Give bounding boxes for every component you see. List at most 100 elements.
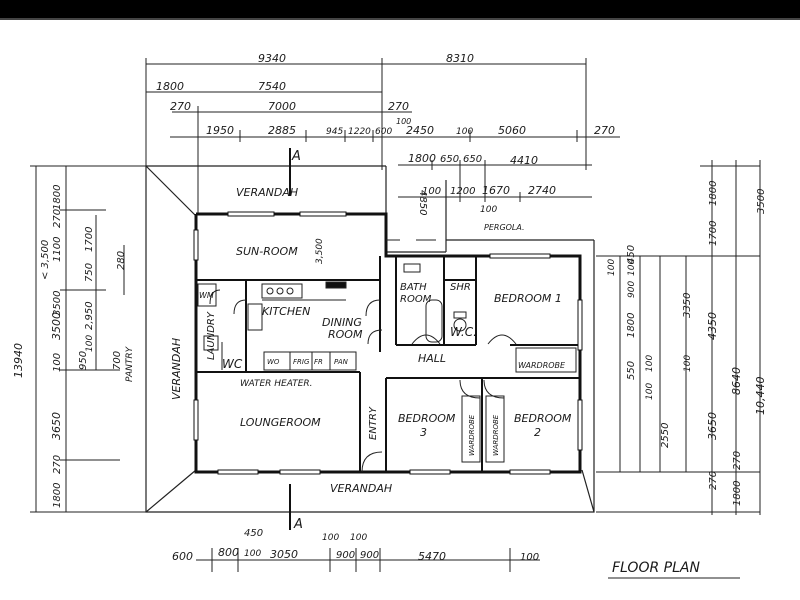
exterior-walls — [194, 212, 582, 474]
label-wc-left: WC — [222, 357, 243, 371]
laundry-tub — [203, 335, 219, 351]
dim-10440: 10,440 — [754, 377, 767, 416]
dim-1700-right: 1700 — [708, 221, 719, 246]
dim-bottom-900-b: 900 — [360, 550, 379, 561]
dim-left-280: 280 — [116, 251, 127, 270]
section-mark-top: A — [291, 149, 301, 164]
dim-1200: 1200 — [450, 186, 475, 197]
label-dining-2: ROOM — [328, 328, 363, 341]
dim-left-750: 750 — [84, 263, 95, 282]
dim-left-3650: 3650 — [50, 412, 63, 440]
dim-100-d: 100 — [480, 205, 497, 215]
dim-1220: 1220 — [348, 127, 371, 137]
top-dimension-lines — [145, 58, 620, 215]
windows — [193, 211, 583, 475]
dim-100-r4: 100 — [645, 383, 655, 400]
dim-100-c: 100 — [422, 186, 441, 197]
top-dimension-text: 9340 8310 1800 7540 270 7000 270 1950 28… — [156, 52, 615, 215]
dim-left-100-b: 100 — [85, 335, 95, 352]
bath-fittings — [403, 263, 517, 345]
label-bath-2: ROOM — [400, 294, 432, 305]
bottom-dimension-text: 600 800 100 450 3050 100 900 100 900 547… — [172, 528, 539, 563]
label-fr: FR — [314, 358, 323, 366]
dim-600: 600 — [375, 127, 392, 137]
dim-left-3500-b: 3500 — [52, 291, 63, 316]
dim-4410: 4410 — [510, 154, 538, 167]
dim-bottom-100-c: 100 — [350, 533, 367, 543]
wm-box — [197, 283, 217, 307]
drawing-title: FLOOR PLAN — [612, 560, 700, 576]
dim-bottom-100-d: 100 — [520, 552, 539, 563]
label-bedroom-2-b: 2 — [534, 426, 541, 439]
door-swings — [209, 289, 505, 473]
dim-bottom-5470: 5470 — [418, 550, 446, 563]
dim-left-1700: 1700 — [84, 227, 95, 252]
dim-900: 900 — [627, 281, 637, 298]
dim-100-r3: 100 — [683, 355, 693, 372]
dim-270-a: 270 — [170, 100, 191, 113]
dim-650-a: 650 — [440, 154, 459, 165]
dim-bottom-100-b: 100 — [322, 533, 339, 543]
room-labels: VERANDAH VERANDAH VERANDAH SUN-ROOM 3,50… — [170, 186, 572, 495]
scan-top-rule — [0, 18, 800, 20]
kitchen-fittings — [197, 281, 357, 371]
dim-1670: 1670 — [482, 184, 510, 197]
dim-left-270: 270 — [52, 209, 63, 228]
label-wo: WO — [267, 358, 280, 366]
label-kitchen: KITCHEN — [262, 305, 310, 318]
label-wardrobe-b3: WARDROBE — [468, 414, 476, 456]
label-pergola: PERGOLA. — [484, 223, 525, 232]
label-bedroom-1: BEDROOM 1 — [494, 292, 562, 305]
dim-sun-room-3500: 3,500 — [315, 238, 325, 264]
dim-270-c: 270 — [594, 124, 615, 137]
label-dining-1: DINING — [322, 316, 362, 329]
dim-100-r2: 100 — [627, 259, 637, 276]
label-bath-1: BATH — [400, 282, 427, 293]
dim-left-1800-b: 1800 — [52, 483, 63, 508]
label-verandah-left: VERANDAH — [170, 338, 183, 400]
label-entry: ENTRY — [368, 406, 379, 440]
dim-1800-top: 1800 — [156, 80, 184, 93]
dim-2550: 2550 — [660, 423, 671, 448]
label-wardrobe-hall: WARDROBE — [518, 361, 566, 370]
verandah-outline — [145, 165, 595, 513]
stove-top — [261, 283, 303, 299]
dim-left-1100: 1100 — [52, 237, 63, 262]
dim-3650-right: 3650 — [706, 412, 719, 440]
dim-1800-bottom-right: 1800 — [732, 481, 743, 506]
dim-1800-inner: 1800 — [626, 313, 637, 338]
label-bedroom-3-a: BEDROOM — [398, 412, 456, 425]
dim-left-3500-small: < 3,500 — [40, 240, 51, 280]
dim-bottom-800: 800 — [218, 546, 239, 559]
dim-left-100: 100 — [52, 353, 63, 372]
label-bedroom-2-a: BEDROOM — [514, 412, 572, 425]
sink — [247, 303, 263, 331]
dim-7540: 7540 — [258, 80, 286, 93]
dim-8640: 8640 — [730, 367, 743, 395]
dim-bottom-450: 450 — [244, 528, 263, 539]
dim-left-2950: 2,950 — [84, 301, 95, 330]
dim-5060: 5060 — [498, 124, 526, 137]
dim-13940: 13940 — [12, 343, 25, 378]
right-dimension-lines — [596, 160, 761, 515]
dim-bottom-900-a: 900 — [336, 550, 355, 561]
left-dimension-text: 13940 1800 270 1100 3500 100 950 3650 27… — [12, 185, 135, 508]
dim-270-right: 270 — [708, 471, 719, 490]
dim-270-bottom-right: 270 — [732, 451, 743, 470]
section-marks: A A — [291, 149, 303, 532]
label-frig: FRIG — [293, 358, 310, 366]
dim-4850: 4850 — [417, 190, 428, 215]
dim-bottom-600: 600 — [172, 550, 193, 563]
basin — [403, 263, 421, 273]
dim-8310: 8310 — [446, 52, 474, 65]
dim-100-r1: 100 — [607, 259, 617, 276]
dim-550: 550 — [626, 361, 637, 380]
dim-100-a: 100 — [396, 117, 411, 126]
label-hall: HALL — [418, 352, 446, 365]
bottom-dimension-lines — [196, 548, 540, 572]
label-lounge-room: LOUNGEROOM — [240, 416, 321, 429]
dim-450: 450 — [626, 245, 637, 264]
dim-650-b: 650 — [463, 154, 482, 165]
dim-left-950: 950 — [78, 351, 89, 370]
